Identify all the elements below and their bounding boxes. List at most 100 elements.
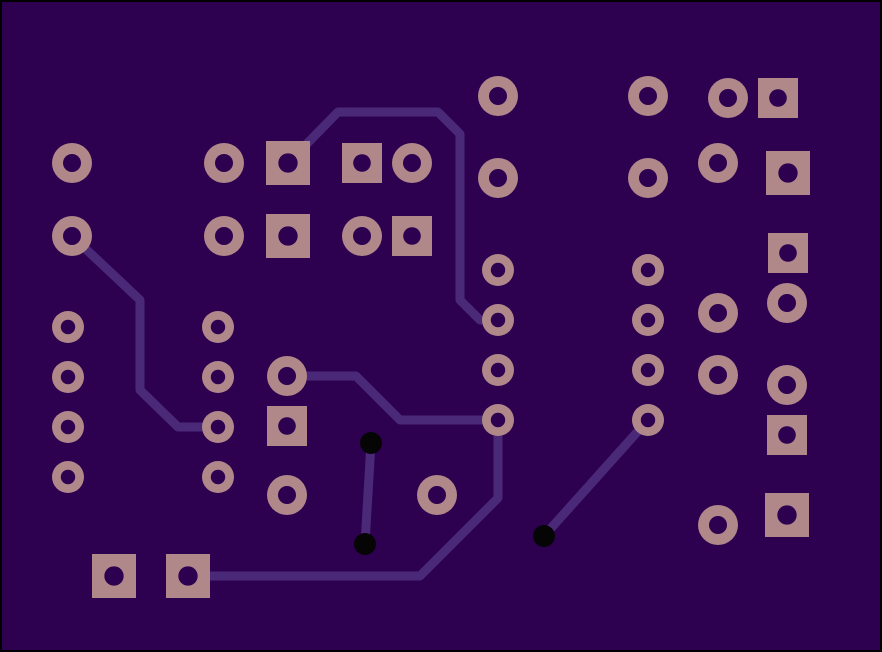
pad-drill-hole (178, 566, 198, 586)
round-pad (202, 361, 234, 393)
pad-drill-hole (640, 312, 656, 328)
pad-drill-hole (60, 419, 76, 435)
round-pad (417, 475, 457, 515)
round-pad (52, 311, 84, 343)
square-pad (267, 406, 307, 446)
round-pad (52, 461, 84, 493)
pad-drill-hole (210, 469, 226, 485)
square-pad (758, 78, 798, 118)
pad-drill-hole (63, 227, 81, 245)
pad-drill-hole (210, 369, 226, 385)
traces-layer (67, 107, 653, 581)
pad-drill-hole (489, 169, 507, 187)
round-pad (632, 254, 664, 286)
pad-drill-hole (353, 154, 371, 172)
square-pad (392, 216, 432, 256)
round-pad (52, 143, 92, 183)
round-pad (267, 356, 307, 396)
pad-drill-hole (278, 417, 296, 435)
pad-drill-hole (709, 304, 727, 322)
pad-drill-hole (769, 89, 787, 107)
square-pad (768, 233, 808, 273)
trace-right-diagonal (539, 415, 653, 541)
pad-drill-hole (278, 367, 296, 385)
pad-drill-hole (278, 486, 296, 504)
round-pad (267, 475, 307, 515)
pad-drill-hole (353, 227, 371, 245)
pad-drill-hole (709, 154, 727, 172)
pad-drill-hole (403, 154, 421, 172)
pad-drill-hole (428, 486, 446, 504)
round-pad (482, 404, 514, 436)
via (533, 525, 555, 547)
via (360, 432, 382, 454)
pad-drill-hole (60, 469, 76, 485)
pad-drill-hole (490, 312, 506, 328)
square-pad (92, 554, 136, 598)
pad-drill-hole (210, 419, 226, 435)
round-pad (52, 216, 92, 256)
round-pad (202, 311, 234, 343)
round-pad (482, 354, 514, 386)
pad-drill-hole (778, 426, 796, 444)
round-pad (698, 293, 738, 333)
round-pad (204, 216, 244, 256)
pad-drill-hole (489, 87, 507, 105)
pad-drill-hole (640, 362, 656, 378)
square-pad (266, 141, 310, 185)
pads-layer (52, 76, 810, 598)
pad-drill-hole (278, 153, 298, 173)
pad-drill-hole (60, 319, 76, 335)
trace-vertical-via (360, 438, 376, 549)
trace-bottom-bus (183, 415, 503, 581)
square-pad (342, 143, 382, 183)
round-pad (478, 76, 518, 116)
trace-middle (282, 371, 503, 425)
vias-layer (354, 432, 555, 555)
round-pad (698, 143, 738, 183)
square-pad (766, 151, 810, 195)
pad-drill-hole (709, 366, 727, 384)
round-pad (628, 76, 668, 116)
round-pad (342, 216, 382, 256)
pad-drill-hole (215, 227, 233, 245)
trace-upper-loop (283, 107, 503, 325)
pad-drill-hole (490, 262, 506, 278)
round-pad (482, 254, 514, 286)
round-pad (632, 354, 664, 386)
pad-drill-hole (709, 516, 727, 534)
pad-drill-hole (640, 412, 656, 428)
pad-drill-hole (403, 227, 421, 245)
pad-drill-hole (777, 505, 797, 525)
pad-drill-hole (215, 154, 233, 172)
pad-drill-hole (639, 169, 657, 187)
pad-drill-hole (278, 226, 298, 246)
via (354, 533, 376, 555)
round-pad (204, 143, 244, 183)
round-pad (392, 143, 432, 183)
square-pad (765, 493, 809, 537)
round-pad (632, 304, 664, 336)
pad-drill-hole (639, 87, 657, 105)
trace-left-diagonal (67, 231, 223, 432)
round-pad (482, 304, 514, 336)
square-pad (166, 554, 210, 598)
round-pad (767, 283, 807, 323)
pad-drill-hole (104, 566, 124, 586)
pad-drill-hole (490, 362, 506, 378)
pad-drill-hole (719, 89, 737, 107)
round-pad (708, 78, 748, 118)
pad-drill-hole (640, 262, 656, 278)
pad-drill-hole (490, 412, 506, 428)
square-pad (767, 415, 807, 455)
round-pad (628, 158, 668, 198)
pad-drill-hole (210, 319, 226, 335)
round-pad (52, 361, 84, 393)
square-pad (266, 214, 310, 258)
pad-drill-hole (779, 244, 797, 262)
pad-drill-hole (60, 369, 76, 385)
round-pad (478, 158, 518, 198)
round-pad (698, 355, 738, 395)
